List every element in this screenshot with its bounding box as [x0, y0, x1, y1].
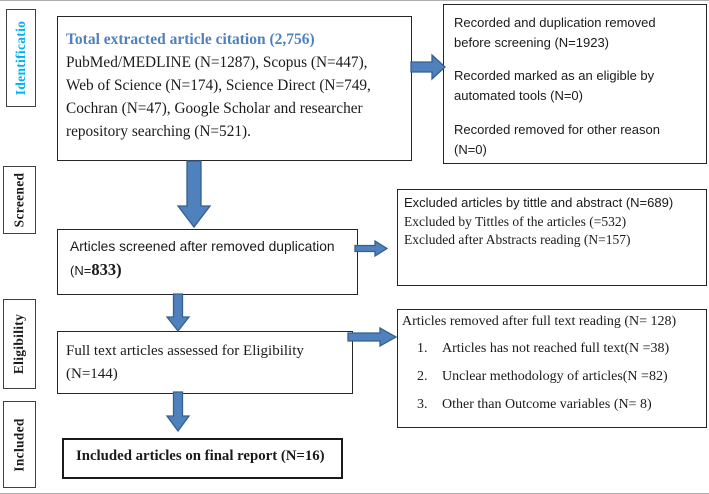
included-final-report-box: Included articles on final report (N=16)	[62, 438, 343, 479]
count-value: 833)	[91, 260, 122, 279]
records-removed-paragraph: Recorded and duplication removed before …	[454, 13, 696, 53]
removed-reason-item: 3. Other than Outcome variables (N= 8)	[417, 397, 702, 414]
right-arrow-icon	[347, 326, 398, 348]
stage-label-included: Included	[3, 401, 36, 488]
full-text-assessed-box: Full text articles assessed for Eligibil…	[57, 331, 353, 394]
right-arrow-icon	[354, 239, 389, 258]
stage-label-screened: Screened	[3, 166, 36, 234]
total-citations-heading: Total extracted article citation (2,756)	[66, 31, 315, 48]
text-line: Full text articles assessed for Eligibil…	[66, 343, 304, 359]
removed-reason-item: 2. Unclear methodology of articles(N =82…	[417, 369, 702, 386]
stage-label-eligibility-text: Eligibility	[11, 313, 27, 375]
item-number: 3.	[417, 396, 428, 412]
down-arrow-icon	[165, 293, 191, 333]
text-line: before screening (N=1923)	[454, 35, 610, 51]
removed-reason-item: 1. Articles has not reached full text(N …	[417, 341, 702, 358]
stage-label-eligibility: Eligibility	[3, 299, 36, 389]
records-removed-paragraph: Recorded marked as an eligible by automa…	[454, 66, 696, 106]
removed-full-text-box: Articles removed after full text reading…	[397, 309, 707, 428]
articles-screened-box: Articles screened after removed duplicat…	[57, 229, 358, 295]
text-line: repository searching (N=521).	[66, 122, 251, 140]
down-arrow-icon	[176, 160, 212, 229]
text-line: Recorded marked as an eligible by	[454, 68, 655, 84]
excluded-heading: Excluded articles by tittle and abstract…	[404, 195, 674, 210]
text-line: PubMed/MEDLINE (N=1287), Scopus (N=447),	[66, 54, 368, 71]
stage-label-identification: Identificatio	[6, 9, 36, 107]
excluded-title-abstract-box: Excluded articles by tittle and abstract…	[397, 189, 707, 286]
text-line: Recorded removed for other reason	[454, 121, 660, 137]
stage-label-identification-text: Identificatio	[13, 20, 28, 96]
identification-total-citations-box: Total extracted article citation (2,756)…	[57, 16, 412, 161]
removed-full-text-heading: Articles removed after full text reading…	[402, 314, 677, 329]
down-arrow-icon	[165, 391, 191, 433]
item-number: 2.	[417, 368, 428, 384]
text-line: Excluded by Tittles of the articles (=53…	[404, 214, 627, 229]
stage-label-included-text: Included	[11, 417, 27, 472]
text-line: (N=0)	[454, 141, 487, 157]
item-number: 1.	[417, 341, 428, 356]
item-text: Unclear methodology of articles(N =82)	[442, 368, 668, 384]
text-line: Excluded after Abstracts reading (N=157)	[404, 232, 631, 248]
records-removed-box: Recorded and duplication removed before …	[443, 4, 707, 164]
text-line: Cochran (N=47), Google Scholar and resea…	[66, 99, 363, 117]
text-line: automated tools (N=0)	[454, 88, 583, 104]
text-line: Web of Science (N=174), Science Direct (…	[66, 76, 371, 94]
text-line: Recorded and duplication removed	[454, 15, 656, 30]
articles-screened-count: (N=833)	[70, 260, 345, 280]
text-line: (N=144)	[66, 366, 118, 383]
stage-label-screened-text: Screened	[11, 172, 27, 228]
right-arrow-icon	[410, 53, 446, 81]
count-prefix: (N=	[70, 263, 92, 278]
included-text: Included articles on final report (N=16)	[76, 448, 325, 464]
item-text: Articles has not reached full text(N =38…	[442, 341, 670, 356]
item-text: Other than Outcome variables (N= 8)	[442, 396, 652, 412]
articles-screened-text: Articles screened after removed duplicat…	[70, 239, 335, 254]
records-removed-paragraph: Recorded removed for other reason (N=0)	[454, 120, 696, 160]
